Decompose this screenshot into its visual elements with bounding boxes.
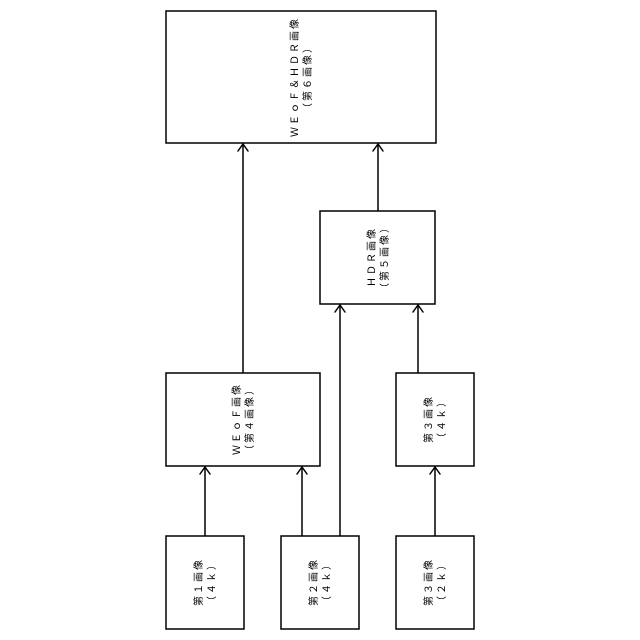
node-label-line2: （４ｋ） — [436, 395, 448, 443]
node-label-line1: 第１画像 — [192, 558, 205, 606]
node-label-line2: （４ｋ） — [206, 558, 218, 606]
node-label-line1: 第３画像 — [422, 395, 435, 443]
node-box-weof-image — [166, 373, 320, 466]
node-label-line1: 第２画像 — [307, 558, 320, 606]
node-label-line1: ＷＥｏＦ＆ＨＤＲ画像 — [289, 17, 301, 137]
node-box-second-image — [281, 536, 359, 629]
node-box-weof-hdr-image — [166, 11, 436, 143]
node-label-line1: ＷＥｏＦ画像 — [231, 383, 243, 455]
node-label-line1: 第３画像 — [422, 558, 435, 606]
node-label-line2: （４ｋ） — [321, 558, 333, 606]
node-box-third-image-4k — [396, 373, 474, 466]
node-label-line2: （２ｋ） — [436, 558, 448, 606]
node-label-line2: （第５画像） — [378, 221, 391, 293]
node-label-line2: （第６画像） — [301, 41, 314, 113]
node-box-third-image-2k — [396, 536, 474, 629]
node-label-line2: （第４画像） — [243, 383, 256, 455]
node-label-line1: ＨＤＲ画像 — [366, 227, 378, 287]
node-box-first-image — [166, 536, 244, 629]
